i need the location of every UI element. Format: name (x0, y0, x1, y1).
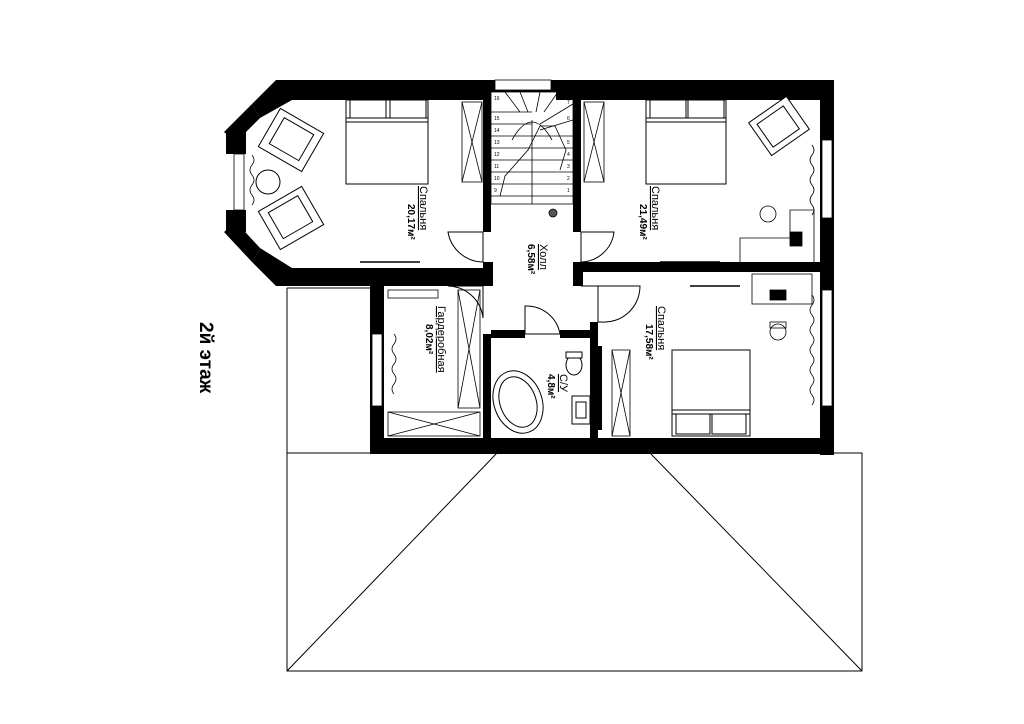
bathtub (492, 370, 544, 434)
bedroom-2-area: 21,49м² (637, 204, 648, 240)
bedroom-1-area: 20,17м² (405, 204, 416, 240)
bedroom-1-name: Спальня (417, 186, 429, 230)
label-bedroom-1: Спальня 20,17м² (405, 186, 429, 240)
svg-text:16: 16 (494, 96, 500, 102)
svg-text:14: 14 (494, 128, 500, 134)
svg-text:3: 3 (567, 164, 570, 170)
staircase (490, 91, 574, 218)
roof-left (286, 287, 370, 453)
toilet (565, 351, 583, 376)
armchair-2 (747, 95, 811, 157)
hall-name: Холл (537, 244, 549, 270)
floor-label: 2й этаж (195, 322, 216, 394)
svg-text:7: 7 (567, 100, 570, 106)
bedroom-3-area: 17,58м² (643, 324, 654, 360)
svg-text:12: 12 (494, 152, 500, 158)
radiator (596, 346, 602, 430)
svg-text:6: 6 (567, 116, 570, 122)
svg-text:1: 1 (567, 188, 570, 194)
label-bedroom-2: Спальня 21,49м² (637, 186, 661, 240)
curtains (249, 89, 815, 406)
label-bedroom-3: Спальня 17,58м² (643, 306, 667, 360)
svg-text:4: 4 (567, 152, 570, 158)
bed-3 (671, 349, 751, 437)
hall-area: 6,58м² (525, 244, 536, 275)
bedroom-3-name: Спальня (655, 306, 667, 350)
ceiling-lines (360, 261, 740, 287)
svg-text:5: 5 (567, 140, 570, 146)
desk-3 (751, 273, 813, 341)
svg-text:9: 9 (494, 188, 497, 194)
doors (447, 231, 641, 335)
svg-text:10: 10 (494, 176, 500, 182)
stair-step-numbers: 16 15 14 13 12 11 10 9 7 6 5 4 3 2 1 (494, 96, 570, 194)
closets (387, 101, 631, 437)
windows (233, 79, 833, 407)
wardrobe-area: 8,02м² (423, 324, 434, 355)
svg-text:15: 15 (494, 116, 500, 122)
floor-label-group: 2й этаж (195, 322, 216, 394)
interior-walls (384, 92, 821, 438)
wardrobe-name: Гардеробная (435, 306, 447, 373)
desk-2 (739, 205, 815, 264)
label-wardrobe: Гардеробная 8,02м² (423, 306, 447, 373)
svg-text:13: 13 (494, 140, 500, 146)
svg-text:11: 11 (494, 164, 499, 170)
armchairs-1 (255, 107, 325, 251)
exterior-walls (224, 80, 834, 455)
label-hall: Холл 6,58м² (525, 244, 549, 275)
roof (286, 452, 863, 672)
svg-text:2: 2 (567, 176, 570, 182)
sink (571, 395, 591, 425)
bedroom-2-name: Спальня (649, 186, 661, 230)
bed-1 (345, 99, 429, 185)
bathroom-name: С/У (557, 374, 569, 393)
label-bathroom: С/У 4,8м² (545, 374, 569, 399)
bathroom-area: 4,8м² (545, 374, 556, 399)
bed-2 (645, 99, 727, 185)
